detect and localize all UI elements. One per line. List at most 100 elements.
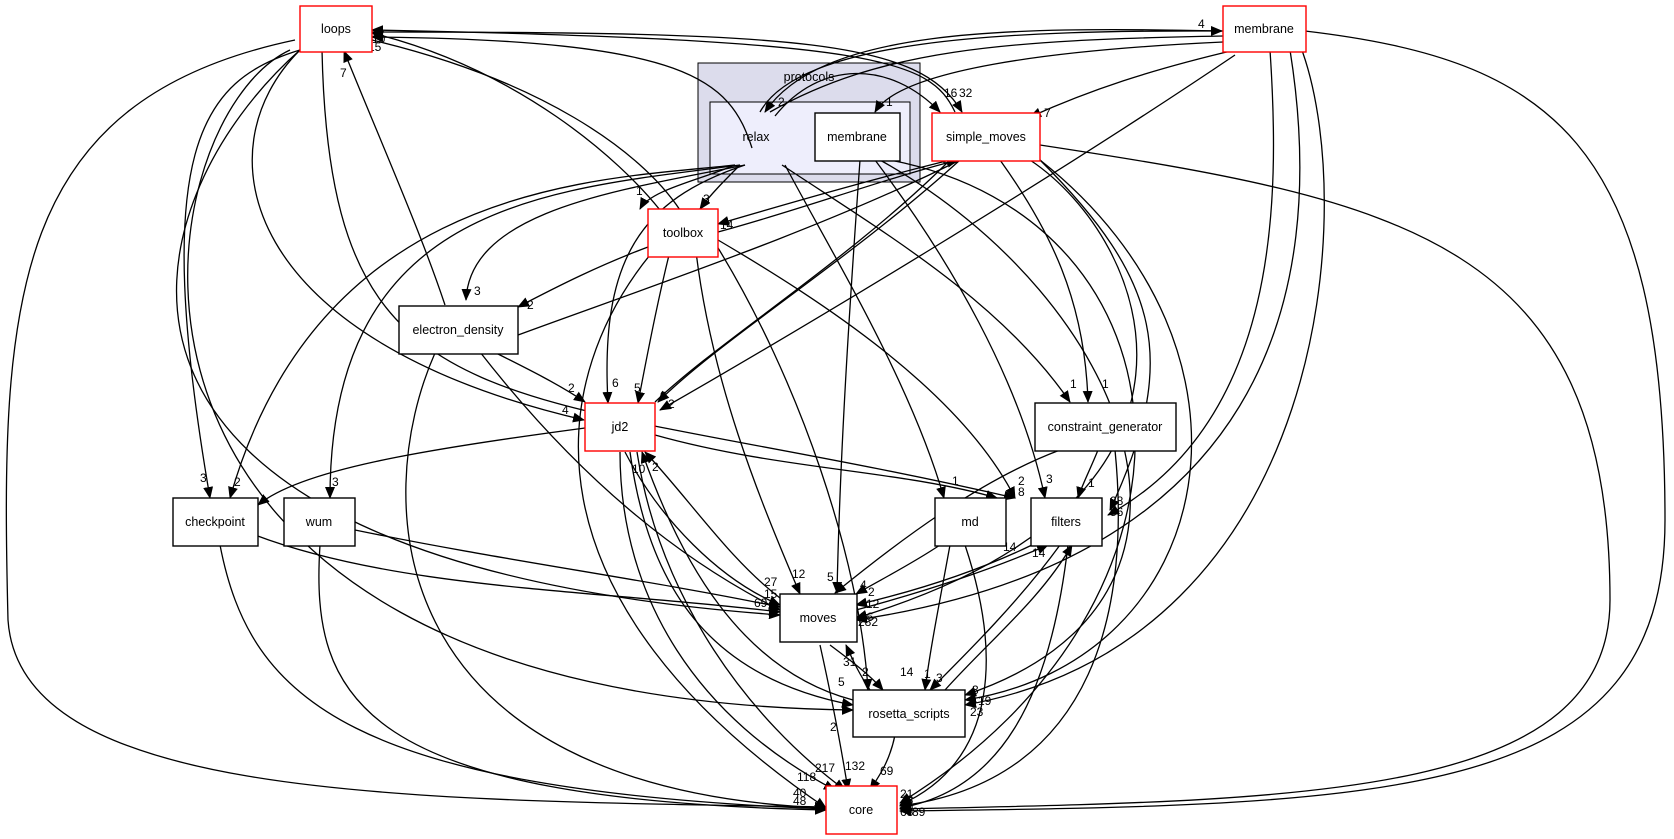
- node-relax-label: relax: [742, 130, 770, 144]
- edge-toolbox-loops: [371, 30, 661, 211]
- edge-jd2-moves: [624, 451, 781, 606]
- edge-sm-filters: [1039, 159, 1151, 511]
- node-filters[interactable]: filters: [1030, 497, 1103, 547]
- node-jd2[interactable]: jd2: [584, 402, 656, 452]
- edge-sm-core: [899, 144, 1611, 814]
- node-electron-density-box: [398, 305, 519, 355]
- edge-ed-core: [405, 352, 827, 813]
- edge-relax-toolbox: [699, 164, 741, 210]
- node-electron-density-label: electron_density: [412, 323, 504, 337]
- label-toolbox-rs-14: 14: [900, 665, 914, 679]
- node-membrane-protocols[interactable]: membrane: [814, 112, 901, 162]
- edge-membrane-relax-2: [769, 35, 1224, 113]
- node-simple-moves[interactable]: simple_moves: [931, 112, 1041, 162]
- label-sm-jd2-9: 9: [660, 389, 667, 403]
- edge-sm-ed: [517, 159, 961, 336]
- node-filters-box: [1030, 497, 1103, 547]
- node-toolbox[interactable]: toolbox: [647, 208, 719, 258]
- edges: [5, 25, 1666, 816]
- label-toolbox-jd2-5: 5: [634, 381, 641, 395]
- edge-ed-jd2: [489, 349, 586, 403]
- label-md-moves-4: 4: [860, 578, 867, 592]
- node-checkpoint-label: checkpoint: [185, 515, 245, 529]
- node-core[interactable]: core: [825, 785, 898, 835]
- label-relax-toolbox-3: 3: [703, 192, 710, 206]
- edge-sm-rs: [964, 159, 1193, 704]
- node-jd2-box: [584, 402, 656, 452]
- edge-rs-jd2: [640, 451, 854, 701]
- label-toolbox-moves-12: 12: [792, 567, 806, 581]
- node-electron-density[interactable]: electron_density: [398, 305, 519, 355]
- label-ed-jd2-2: 2: [568, 381, 575, 395]
- node-rosetta-scripts-box: [852, 689, 966, 738]
- node-rosetta-scripts-label: rosetta_scripts: [868, 707, 949, 721]
- edge-jd2-rs: [629, 451, 854, 708]
- label-jd2-core-217: 217: [815, 761, 835, 775]
- label-relax-wum-3: 3: [332, 475, 339, 489]
- label-filters-8: 8: [1018, 485, 1025, 499]
- label-relax-sm-32: 32: [959, 86, 973, 100]
- node-membrane[interactable]: membrane: [1222, 5, 1307, 53]
- edge-rs-core: [869, 734, 896, 791]
- node-wum[interactable]: wum: [283, 497, 356, 547]
- edge-relax-sm: [774, 72, 941, 117]
- label-filters-28: 28: [1110, 494, 1124, 508]
- node-core-box: [825, 785, 898, 835]
- edge-jd2-checkpoint: [257, 427, 586, 506]
- label-core-left-48: 48: [793, 794, 807, 808]
- node-constraint-generator[interactable]: constraint_generator: [1034, 402, 1177, 452]
- node-relax[interactable]: relax: [742, 130, 770, 144]
- edge-toolbox-jd2: [635, 242, 673, 404]
- edge-jd2-core-2: [636, 451, 846, 791]
- edge-membrane-jd2: [659, 54, 1236, 411]
- edge-ed-loops: [343, 50, 446, 306]
- node-constraint-generator-box: [1034, 402, 1177, 452]
- label-sm-toolbox-14: 14: [720, 218, 734, 232]
- edge-relax-membrane: [759, 25, 1223, 113]
- label-core-right-a: 21: [900, 787, 914, 801]
- label-moves-12: 12: [866, 597, 880, 611]
- node-md-box: [934, 497, 1007, 547]
- node-core-label: core: [849, 803, 873, 817]
- edge-jd2-filters: [654, 434, 998, 500]
- label-loops-jd2-4: 4: [562, 403, 569, 417]
- edge-membrane-memproto: [874, 41, 1224, 113]
- node-md[interactable]: md: [934, 497, 1007, 547]
- label-moves-69: 69: [754, 596, 768, 610]
- edge-filters-moves: [855, 544, 1033, 608]
- node-rosetta-scripts[interactable]: rosetta_scripts: [852, 689, 966, 738]
- label-moves-282: 282: [858, 615, 878, 629]
- edge-wum-core: [318, 544, 827, 815]
- node-filters-label: filters: [1051, 515, 1081, 529]
- label-loops-checkpoint-3: 3: [200, 471, 207, 485]
- node-wum-box: [283, 497, 356, 547]
- node-checkpoint[interactable]: checkpoint: [172, 497, 259, 547]
- edge-moves-rs: [829, 644, 884, 691]
- label-memproto-moves-5: 5: [827, 570, 834, 584]
- label-core-right-d: 68: [900, 805, 914, 819]
- label-rs-3: 3: [972, 683, 979, 697]
- edge-loops-filters: [321, 49, 1016, 501]
- node-loops[interactable]: loops: [299, 5, 373, 53]
- edge-cg-core: [899, 449, 1119, 810]
- edge-relax-wum: [325, 164, 741, 499]
- edge-memproto-moves: [832, 159, 861, 594]
- node-toolbox-label: toolbox: [663, 226, 704, 240]
- nodes: relax membrane loops membrane simple_mov…: [172, 5, 1307, 835]
- node-simple-moves-box: [931, 112, 1041, 162]
- edge-loops-rs: [187, 49, 854, 715]
- node-moves[interactable]: moves: [779, 593, 858, 643]
- label-relax-checkpoint-2: 2: [234, 475, 241, 489]
- label-rs-23: 23: [970, 705, 984, 719]
- label-filters-14b: 14: [1032, 546, 1046, 560]
- edge-jd2-sm: [654, 159, 951, 403]
- edge-relax-checkpoint: [228, 164, 736, 499]
- node-membrane-protocols-label: membrane: [827, 130, 887, 144]
- edge-checkpoint-moves: [254, 534, 781, 616]
- label-rs-core-69: 69: [880, 764, 894, 778]
- label-core-right-e: 89: [912, 805, 926, 819]
- edge-rs-filters: [944, 544, 1073, 691]
- edge-membrane-rs: [964, 44, 1325, 708]
- edge-membrane-sm: [1029, 49, 1236, 118]
- edge-checkpoint-core: [219, 544, 827, 814]
